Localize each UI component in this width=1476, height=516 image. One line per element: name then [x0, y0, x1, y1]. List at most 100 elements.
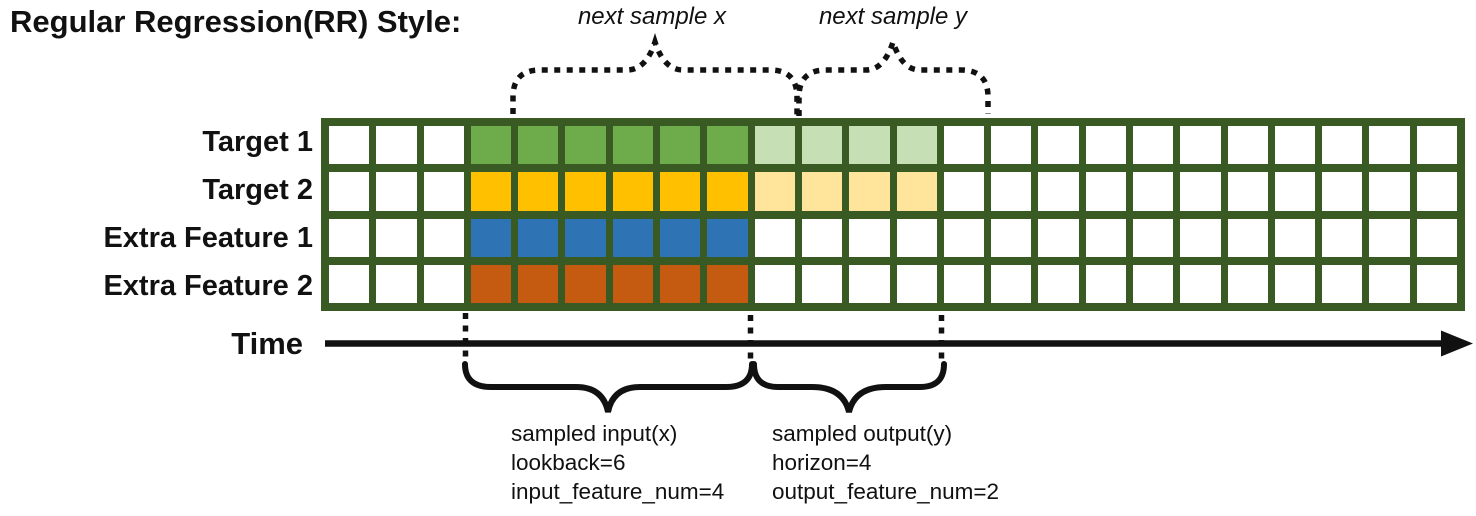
grid-cell-r2-c1 — [329, 172, 370, 211]
grid-cell-r1-c23 — [1369, 126, 1410, 165]
page-title: Regular Regression(RR) Style: — [10, 4, 462, 39]
grid-cell-r3-c9 — [707, 218, 748, 257]
grid-cell-r2-c19 — [1180, 172, 1221, 211]
horizon-value: horizon=4 — [772, 450, 872, 475]
grid-cell-r3-c23 — [1369, 218, 1410, 257]
grid-cell-r1-c6 — [565, 126, 606, 165]
grid-cell-r4-c22 — [1322, 264, 1363, 303]
grid-cell-r1-c4 — [470, 126, 512, 165]
grid-cell-r4-c17 — [1085, 264, 1126, 303]
grid-cell-r4-c2 — [376, 264, 417, 303]
grid-cell-r3-c10 — [754, 218, 795, 257]
grid-cell-r3-c19 — [1180, 218, 1221, 257]
grid-cell-r3-c18 — [1132, 218, 1174, 257]
grid-cell-r4-c11 — [801, 264, 843, 303]
grid-cell-r3-c1 — [329, 218, 370, 257]
grid-cell-r4-c1 — [329, 264, 370, 303]
grid-cell-r3-c22 — [1322, 218, 1363, 257]
grid-cell-r2-c16 — [1038, 172, 1079, 211]
grid-cell-r1-c5 — [518, 126, 559, 165]
grid-cell-r1-c14 — [943, 126, 985, 165]
grid-cell-r2-c23 — [1369, 172, 1410, 211]
grid-cell-r4-c3 — [423, 264, 464, 303]
grid-cell-r3-c15 — [991, 218, 1032, 257]
grid-cell-r4-c15 — [991, 264, 1032, 303]
row-label-target-2: Target 2 — [202, 174, 313, 206]
grid-cell-r2-c7 — [612, 172, 654, 211]
grid-cell-r4-c20 — [1227, 264, 1268, 303]
next-sample-x-brace — [510, 33, 800, 116]
grid-cell-r1-c15 — [991, 126, 1032, 165]
grid-cell-r1-c9 — [707, 126, 748, 165]
grid-cell-r3-c17 — [1085, 218, 1126, 257]
time-axis-label: Time — [231, 326, 303, 361]
row-label-extra-feature-2: Extra Feature 2 — [103, 270, 313, 302]
grid-cell-r2-c20 — [1227, 172, 1268, 211]
grid-cell-r4-c19 — [1180, 264, 1221, 303]
grid-cell-r2-c24 — [1416, 172, 1457, 211]
sampled-output-title: sampled output(y) — [772, 421, 953, 446]
grid-cell-r2-c10 — [754, 172, 795, 211]
grid-cell-r4-c13 — [896, 264, 937, 303]
grid-cell-r2-c13 — [896, 172, 937, 211]
grid-cell-r3-c4 — [470, 218, 512, 257]
sampled-input-brace — [462, 361, 755, 413]
sampled-output-annotation: sampled output(y) horizon=4 output_featu… — [772, 419, 999, 506]
grid-cell-r1-c18 — [1132, 126, 1174, 165]
grid-cell-r4-c7 — [612, 264, 654, 303]
grid-cell-r1-c12 — [849, 126, 890, 165]
grid-cell-r3-c7 — [612, 218, 654, 257]
grid-cell-r1-c10 — [754, 126, 795, 165]
grid-cell-r2-c4 — [470, 172, 512, 211]
sampled-output-brace — [751, 361, 947, 413]
grid-cell-r3-c11 — [801, 218, 843, 257]
grid-cell-r2-c18 — [1132, 172, 1174, 211]
grid-cell-r1-c11 — [801, 126, 843, 165]
next-sample-y-label: next sample y — [818, 3, 968, 30]
grid-cell-r1-c13 — [896, 126, 937, 165]
row-label-extra-feature-1: Extra Feature 1 — [103, 222, 313, 254]
grid-cell-r1-c24 — [1416, 126, 1457, 165]
grid-cell-r3-c2 — [376, 218, 417, 257]
grid-cell-r2-c11 — [801, 172, 843, 211]
grid-cell-r2-c22 — [1322, 172, 1363, 211]
input-feature-num-value: input_feature_num=4 — [511, 479, 725, 504]
grid-cell-r2-c3 — [423, 172, 464, 211]
grid-cell-r4-c4 — [470, 264, 512, 303]
grid-cell-r2-c9 — [707, 172, 748, 211]
grid-cell-r2-c8 — [660, 172, 701, 211]
grid-cell-r3-c8 — [660, 218, 701, 257]
grid-cell-r4-c24 — [1416, 264, 1457, 303]
grid-cell-r4-c9 — [707, 264, 748, 303]
grid-cell-r4-c14 — [943, 264, 985, 303]
grid-cell-r3-c5 — [518, 218, 559, 257]
grid-cell-r2-c6 — [565, 172, 606, 211]
grid-cell-r4-c16 — [1038, 264, 1079, 303]
grid-cell-r4-c6 — [565, 264, 606, 303]
output-feature-num-value: output_feature_num=2 — [772, 479, 1000, 504]
grid-cell-r3-c6 — [565, 218, 606, 257]
grid-cell-r2-c17 — [1085, 172, 1126, 211]
grid-cell-r1-c7 — [612, 126, 654, 165]
grid-cell-r4-c21 — [1274, 264, 1316, 303]
grid-cell-r1-c20 — [1227, 126, 1268, 165]
grid-cell-r4-c12 — [849, 264, 890, 303]
grid-cell-r2-c5 — [518, 172, 559, 211]
next-sample-x-label: next sample x — [577, 3, 727, 30]
grid-cell-r2-c2 — [376, 172, 417, 211]
grid-cell-r1-c22 — [1322, 126, 1363, 165]
grid-cell-r1-c21 — [1274, 126, 1316, 165]
grid-cell-r3-c24 — [1416, 218, 1457, 257]
sampled-input-title: sampled input(x) — [511, 421, 678, 446]
grid-cell-r3-c16 — [1038, 218, 1079, 257]
lookback-value: lookback=6 — [511, 450, 626, 475]
grid-cell-r3-c21 — [1274, 218, 1316, 257]
next-sample-y-brace — [796, 33, 991, 116]
grid-cell-r2-c21 — [1274, 172, 1316, 211]
grid-cell-r4-c23 — [1369, 264, 1410, 303]
grid-cell-r1-c8 — [660, 126, 701, 165]
grid-cell-r1-c2 — [376, 126, 417, 165]
grid-cell-r1-c1 — [329, 126, 370, 165]
